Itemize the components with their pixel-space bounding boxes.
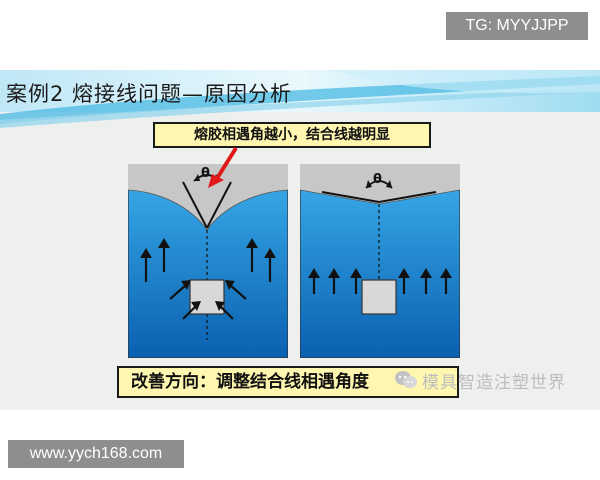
watermark-text: 模具智造注塑世界 [422, 372, 566, 393]
tg-badge: TG: MYYJJPP [446, 12, 588, 40]
wechat-icon [395, 371, 417, 388]
title-banner [0, 70, 600, 128]
theta-label-left: θ [201, 166, 210, 181]
diagram-right: θ [300, 164, 460, 358]
arrow-up-icon [140, 238, 276, 282]
url-badge: www.yych168.com [8, 440, 184, 468]
callout-box: 熔胶相遇角越小，结合线越明显 [153, 122, 431, 148]
slide: 案例2 熔接线问题—原因分析 熔胶相遇角越小，结合线越明显 θ [0, 70, 600, 410]
theta-label-right: θ [373, 172, 382, 187]
arrow-up-icon [308, 268, 452, 294]
arrow-diagonal-icon [169, 280, 247, 320]
diagram-left: θ [128, 164, 288, 358]
red-pointer-arrow [208, 146, 238, 188]
watermark: 模具智造注塑世界 [394, 368, 566, 393]
slide-title: 案例2 熔接线问题—原因分析 [6, 82, 293, 106]
